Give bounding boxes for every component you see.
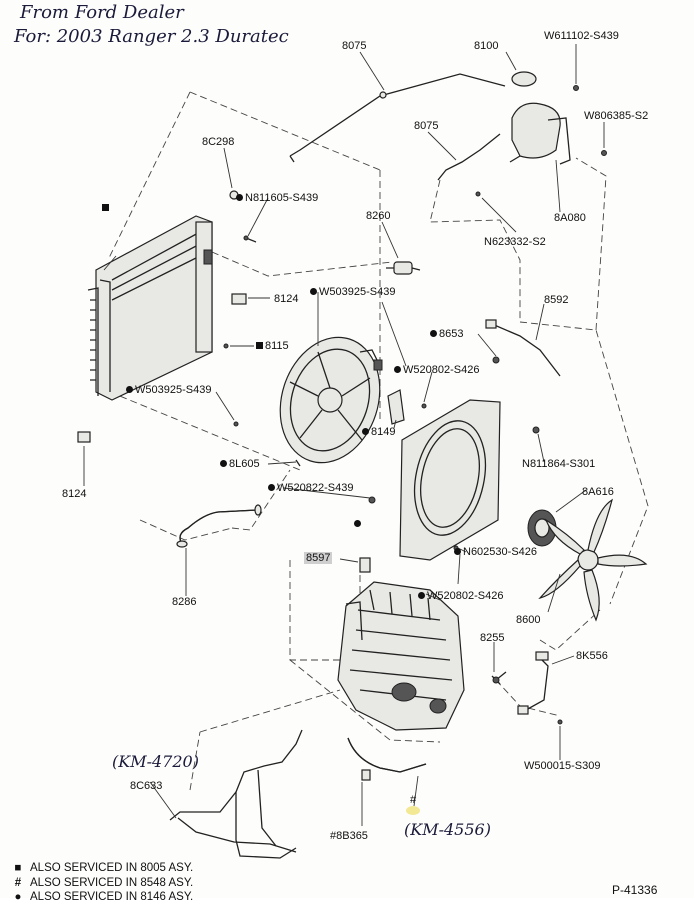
- callout-8286: 8286: [172, 596, 197, 608]
- bullet-icon: [362, 428, 369, 435]
- bullet-marker-shroud: [354, 518, 363, 530]
- upper-hose-8075: [289, 73, 506, 163]
- electric-fan-8L605: [279, 336, 383, 467]
- callout-8075-upper: 8075: [342, 40, 367, 52]
- bracket-8149: [387, 389, 405, 425]
- callout-8260: 8260: [366, 210, 391, 222]
- highlighter-mark: [406, 806, 420, 815]
- dashed-grouping-lines: [107, 91, 649, 791]
- leader-lines: [83, 44, 605, 826]
- callout-8100: 8100: [474, 40, 499, 52]
- bullet-icon: ●: [14, 891, 22, 903]
- callout-8a616: 8A616: [582, 486, 614, 498]
- bullet-icon: [220, 460, 227, 467]
- bullet-icon: [418, 592, 425, 599]
- callout-8124-upper: 8124: [274, 293, 299, 305]
- callout-w611102: W611102-S439: [544, 30, 619, 42]
- callout-w503925-upper: W503925-S439: [310, 286, 395, 298]
- callout-w806385: W806385-S2: [584, 110, 649, 122]
- bullet-icon: [126, 386, 133, 393]
- engine-block: [337, 581, 465, 731]
- figure-id: P-41336: [612, 883, 658, 897]
- square-icon: ■: [14, 862, 22, 874]
- legend-square-marker: [102, 202, 111, 214]
- bullet-icon: [354, 520, 361, 527]
- callout-8c298: 8C298: [202, 136, 235, 148]
- legend-row-hash: #ALSO SERVICED IN 8548 ASY.: [12, 877, 193, 889]
- bullet-icon: [310, 288, 317, 295]
- callout-8a080: 8A080: [554, 212, 586, 224]
- overflow-hose-8075: [437, 133, 501, 181]
- callout-hash: #: [410, 794, 417, 806]
- fan-clutch-8A616: [527, 509, 557, 547]
- callout-8b365: #8B365: [330, 830, 368, 842]
- hash-icon: #: [14, 877, 22, 889]
- legend-row-square: ■ALSO SERVICED IN 8005 ASY.: [12, 862, 194, 874]
- callout-w500015: W500015-S309: [524, 760, 601, 772]
- bullet-icon: [454, 548, 461, 555]
- callout-8l605: 8L605: [220, 458, 260, 470]
- fasteners: [223, 190, 563, 725]
- callout-8k556: 8K556: [576, 650, 608, 662]
- callout-8592: 8592: [544, 294, 569, 306]
- callout-8149: 8149: [362, 426, 395, 438]
- callout-w520802-lower: W520802-S426: [418, 590, 503, 602]
- callout-n623332: N623332-S2: [484, 236, 546, 248]
- fan-blade-8600: [538, 498, 648, 622]
- thermostat-8597: [359, 557, 371, 573]
- hose-8B365: [347, 737, 427, 781]
- tube-8K556: [517, 651, 549, 715]
- sensor-8255: [491, 671, 507, 685]
- callout-8075-lower: 8075: [414, 120, 439, 132]
- callout-n811605: N811605-S439: [236, 192, 318, 204]
- square-icon: [256, 342, 263, 349]
- reservoir-8A080: [509, 71, 607, 165]
- legend-row-bullet: ●ALSO SERVICED IN 8146 ASY.: [12, 891, 194, 903]
- radiator: [77, 215, 213, 443]
- handwritten-note-source: From Ford Dealer: [20, 2, 184, 23]
- handwritten-tool-km4720: (KM-4720): [112, 752, 199, 771]
- callout-8255: 8255: [480, 632, 505, 644]
- square-icon: [102, 204, 109, 211]
- callout-8115: 8115: [256, 340, 289, 352]
- heater-tube-8C633: [169, 729, 303, 859]
- callout-n602530: N602530-S426: [454, 546, 537, 558]
- callout-w503925-lower: W503925-S439: [126, 384, 211, 396]
- tube-8592: [485, 319, 561, 377]
- callout-8597: 8597: [304, 552, 333, 564]
- callout-8653: 8653: [430, 328, 463, 340]
- lower-hose-8286: [176, 504, 262, 548]
- bullet-icon: [236, 194, 243, 201]
- handwritten-tool-km4556: (KM-4556): [404, 820, 491, 839]
- bullet-icon: [430, 330, 437, 337]
- sensor-8260: [386, 261, 421, 275]
- callout-w520822: W520822-S439: [268, 482, 353, 494]
- bullet-icon: [268, 484, 275, 491]
- callout-8124-lower: 8124: [62, 488, 87, 500]
- handwritten-note-vehicle: For: 2003 Ranger 2.3 Duratec: [14, 26, 289, 47]
- callout-w520802-upper: W520802-S426: [394, 364, 479, 376]
- fan-shroud: [399, 399, 501, 561]
- callout-8c633: 8C633: [130, 780, 163, 792]
- bullet-icon: [394, 366, 401, 373]
- callout-8600: 8600: [516, 614, 541, 626]
- callout-n811864: N811864-S301: [522, 458, 596, 470]
